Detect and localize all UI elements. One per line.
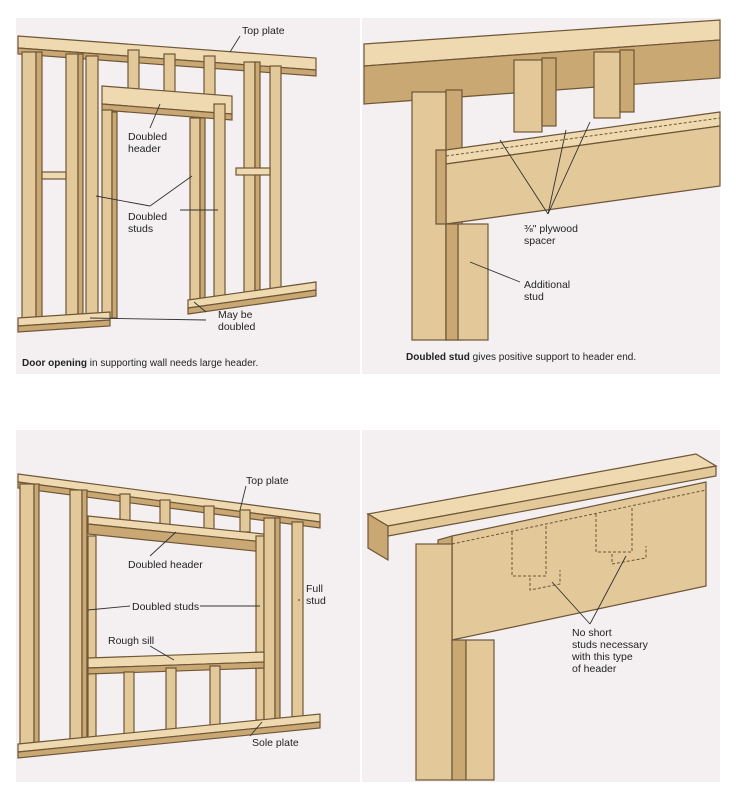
doubled-stud-caption-rest: gives positive support to header end.: [470, 352, 636, 363]
window-label-sole-plate: Sole plate: [252, 737, 299, 749]
door-label-doubled-studs-line2: studs: [128, 223, 153, 235]
panel-window-opening: Top plate Doubled header Full stud Doubl…: [16, 430, 360, 782]
window-label-rough-sill: Rough sill: [108, 635, 154, 647]
window-label-full-stud-line1: Full: [306, 583, 323, 595]
doubled-stud-label-additional-stud-line1: Additional: [524, 279, 570, 291]
panel-door-opening: Top plate Doubled header Doubled studs M…: [16, 18, 360, 374]
deep-header-drawing: [366, 453, 718, 781]
door-caption-rest: in supporting wall needs large header.: [87, 358, 258, 369]
deep-header-leader-lines: [551, 555, 627, 625]
doubled-stud-caption-bold: Doubled stud: [406, 352, 470, 363]
deep-header-label-line3: with this type: [571, 651, 633, 663]
door-framing-drawing: [17, 35, 317, 333]
door-label-doubled-header-line2: header: [128, 143, 161, 155]
panel-doubled-stud: ⅜" plywood spacer Additional stud Double…: [362, 18, 721, 374]
door-caption-bold: Door opening: [22, 358, 87, 369]
doubled-stud-leader-lines: [469, 121, 591, 283]
deep-header-label-line4: of header: [572, 663, 617, 675]
door-label-may-be-doubled-line2: doubled: [218, 321, 256, 333]
window-label-doubled-header: Doubled header: [128, 559, 203, 571]
window-label-top-plate: Top plate: [246, 475, 289, 487]
door-label-doubled-studs-line1: Doubled: [128, 211, 167, 223]
doubled-stud-label-plywood-spacer-line2: spacer: [524, 235, 556, 247]
window-label-doubled-studs: Doubled studs: [132, 601, 199, 613]
door-label-top-plate: Top plate: [242, 25, 285, 37]
door-leader-lines: [89, 35, 241, 321]
door-label-doubled-header-line1: Doubled: [128, 131, 167, 143]
door-label-may-be-doubled-line1: May be: [218, 309, 253, 321]
doubled-stud-caption: Doubled stud gives positive support to h…: [406, 352, 636, 363]
window-leader-lines: [87, 485, 300, 737]
window-framing-drawing: [17, 473, 321, 759]
doubled-stud-label-plywood-spacer-line1: ⅜" plywood: [524, 223, 578, 235]
window-label-full-stud-line2: stud: [306, 595, 326, 607]
panel-deep-header: No short studs necessary with this type …: [362, 430, 720, 782]
doubled-stud-label-additional-stud-line2: stud: [524, 291, 544, 303]
deep-header-label-line1: No short: [572, 627, 612, 639]
door-caption: Door opening in supporting wall needs la…: [22, 358, 258, 369]
doubled-stud-drawing: [363, 19, 721, 341]
deep-header-label-line2: studs necessary: [572, 639, 649, 651]
